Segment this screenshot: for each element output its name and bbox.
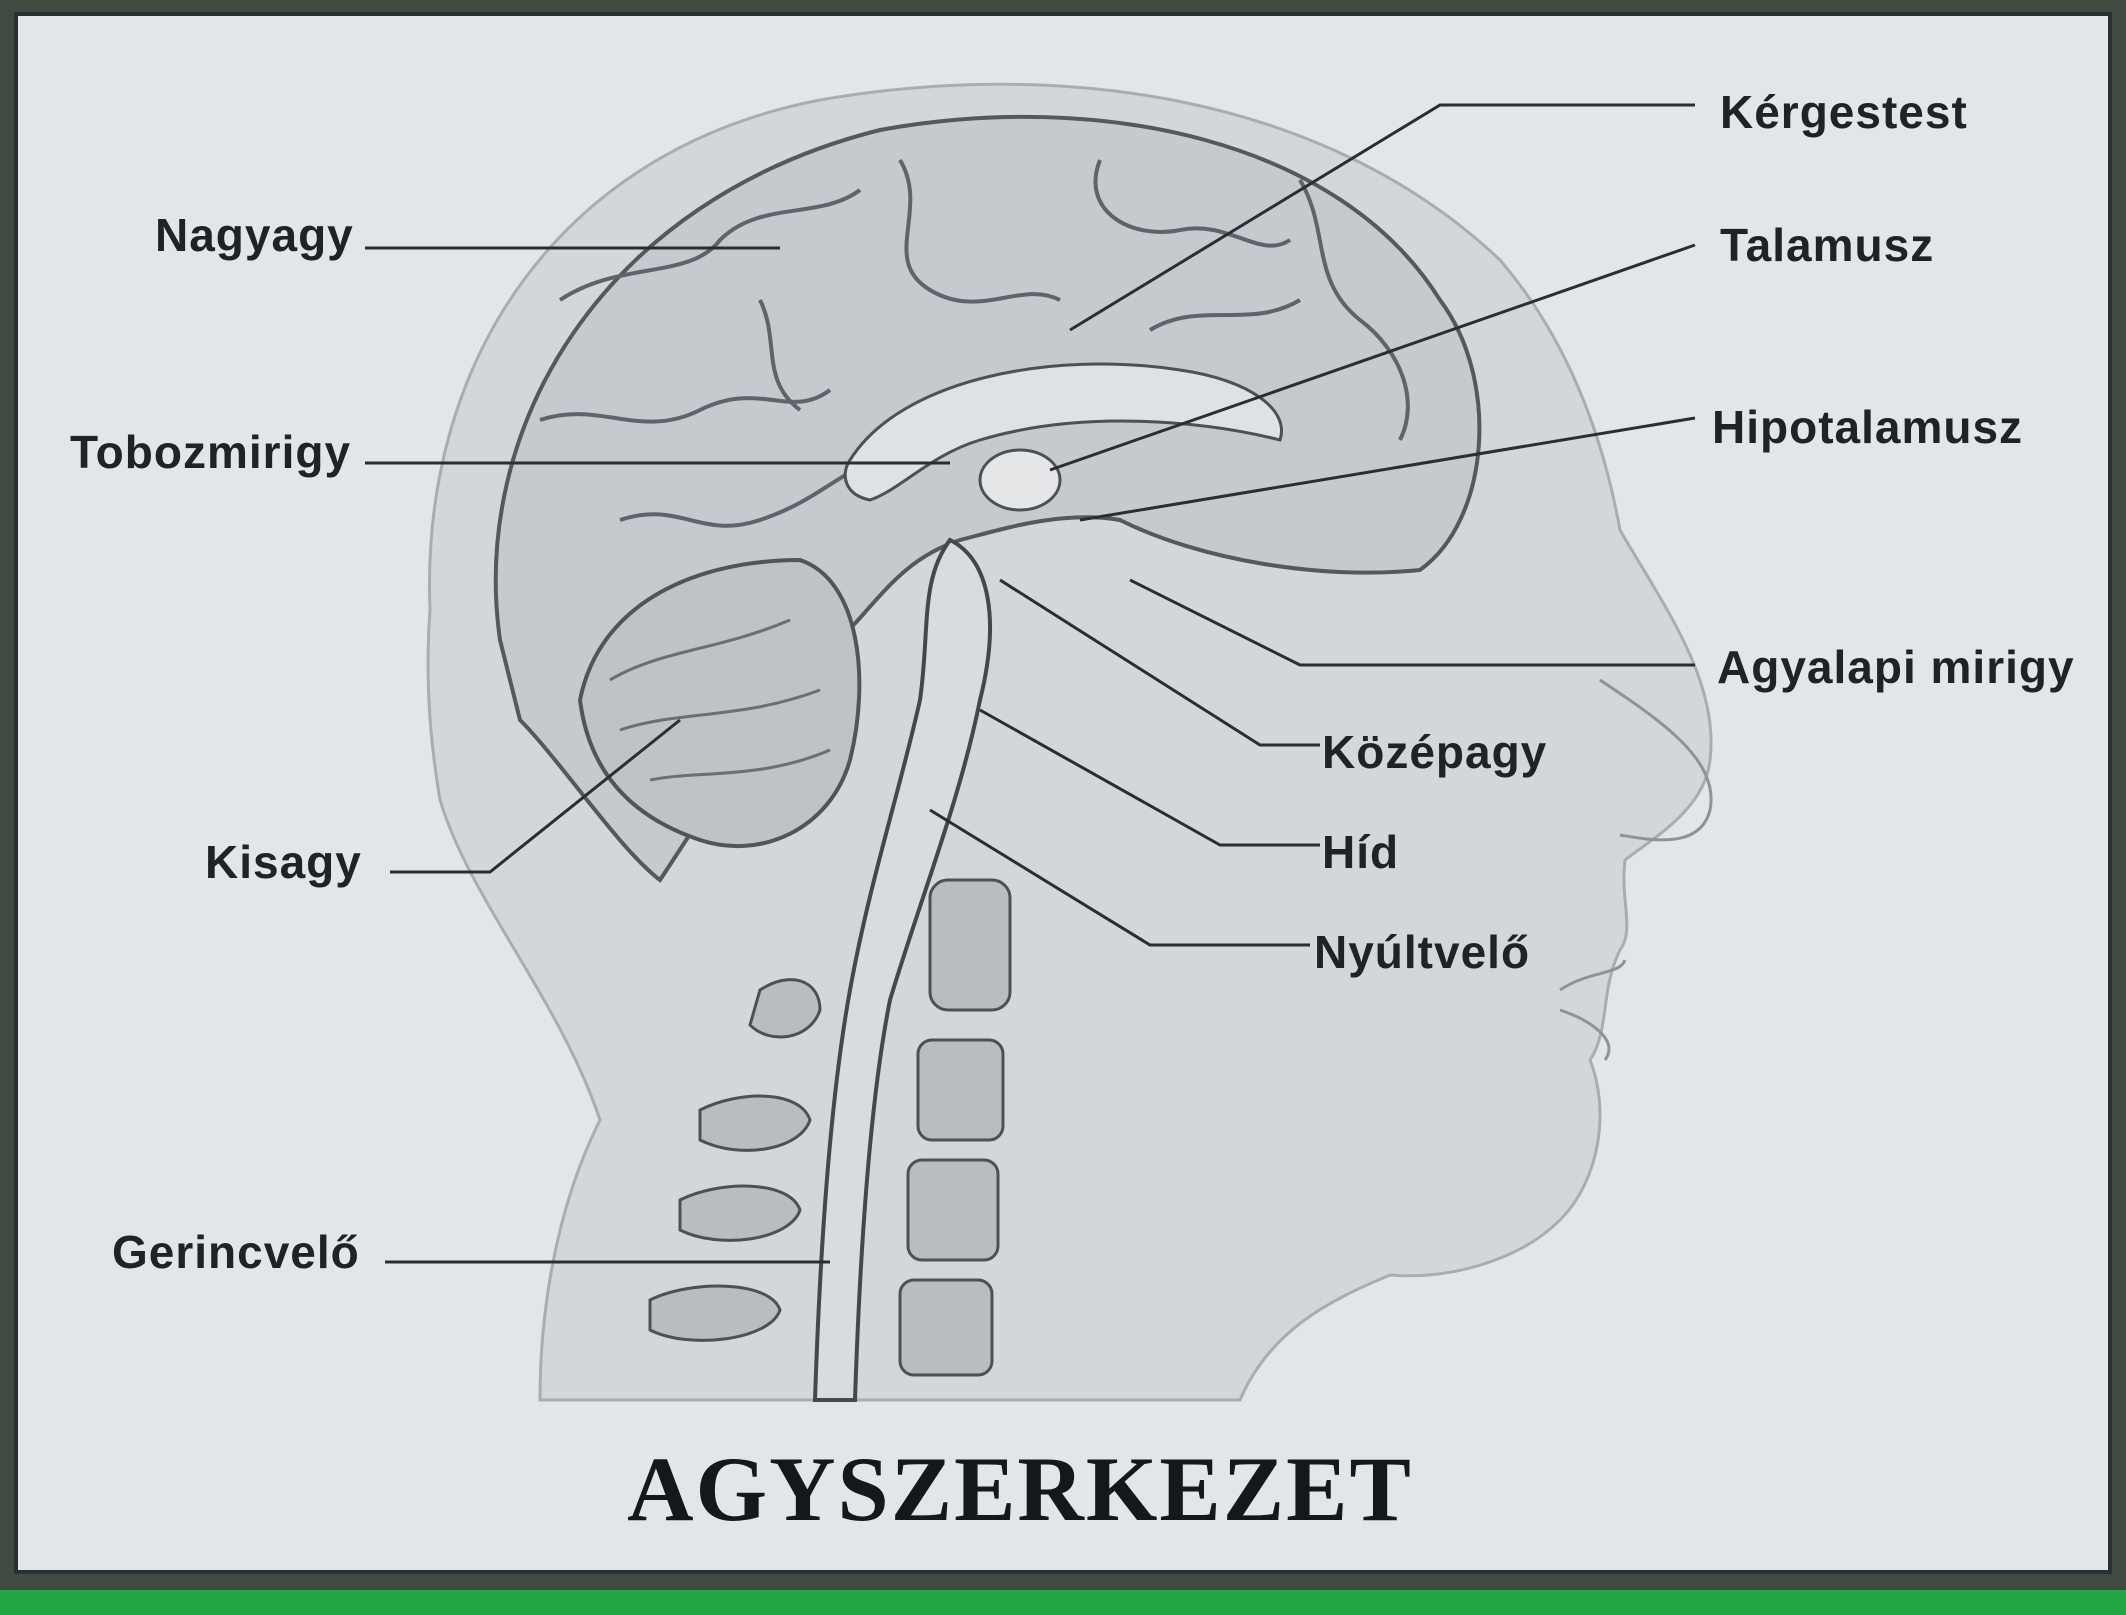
leader-lines — [365, 103, 1696, 1264]
leader-kozepagy — [999, 578, 1320, 747]
label-hipotalamusz: Hipotalamusz — [1712, 401, 2024, 453]
leader-agyalapi — [1129, 578, 1695, 667]
cerebellum-shape — [577, 557, 862, 849]
cerebellum-folia — [609, 618, 831, 782]
diagram-title: AGYSZERKEZET — [627, 1438, 1413, 1540]
leader-kergestest — [1069, 103, 1695, 332]
label-hid: Híd — [1322, 826, 1400, 878]
label-kergestest: Kérgestest — [1720, 86, 1968, 138]
vertebrae — [648, 878, 1012, 1377]
label-kisagy: Kisagy — [205, 836, 362, 888]
accent-bar — [0, 1590, 2126, 1615]
thalamus-shape — [978, 448, 1062, 512]
label-nagyagy: Nagyagy — [155, 209, 354, 261]
label-nyultvelo: Nyúltvelő — [1314, 926, 1531, 978]
nose-shape — [1599, 678, 1713, 842]
label-tobozmirigy: Tobozmirigy — [70, 426, 352, 478]
brainstem-spinal-cord — [812, 537, 992, 1402]
leader-hipotalamusz — [1079, 416, 1696, 522]
corpus-callosum-shape — [843, 362, 1283, 502]
leader-kisagy — [390, 718, 681, 874]
label-talamusz: Talamusz — [1720, 219, 1935, 271]
leader-nyultvelo — [929, 808, 1310, 947]
leader-hid — [979, 708, 1320, 847]
leader-talamusz — [1049, 243, 1696, 472]
label-gerincvelo: Gerincvelő — [112, 1226, 360, 1278]
cerebral-gyri — [539, 158, 1410, 528]
label-agyalapi-mirigy: Agyalapi mirigy — [1717, 641, 2075, 693]
label-kozepagy: Középagy — [1322, 726, 1548, 778]
lips-shape — [1559, 959, 1627, 1061]
